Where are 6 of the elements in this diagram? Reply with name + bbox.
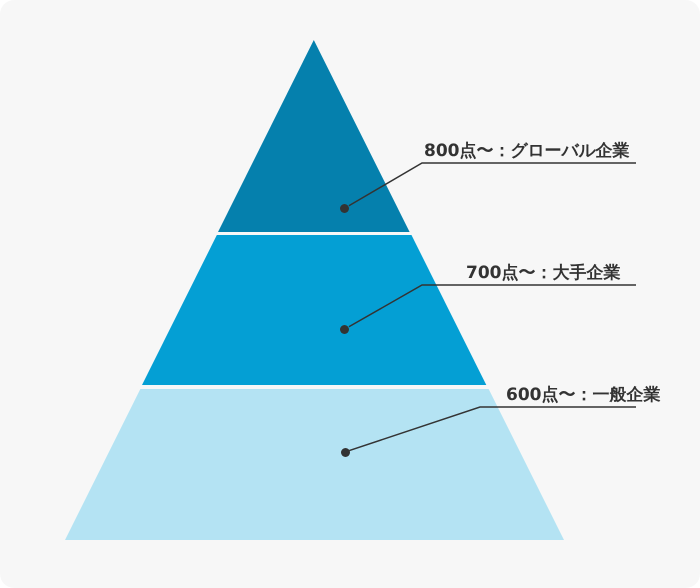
tier-label: 800点〜：グローバル企業 — [424, 139, 630, 163]
leader-line — [349, 406, 636, 452]
leader-line — [348, 162, 636, 206]
leader-line — [348, 284, 636, 328]
tier-label: 600点〜：一般企業 — [506, 383, 660, 407]
tier-label: 700点〜：大手企業 — [466, 261, 620, 285]
